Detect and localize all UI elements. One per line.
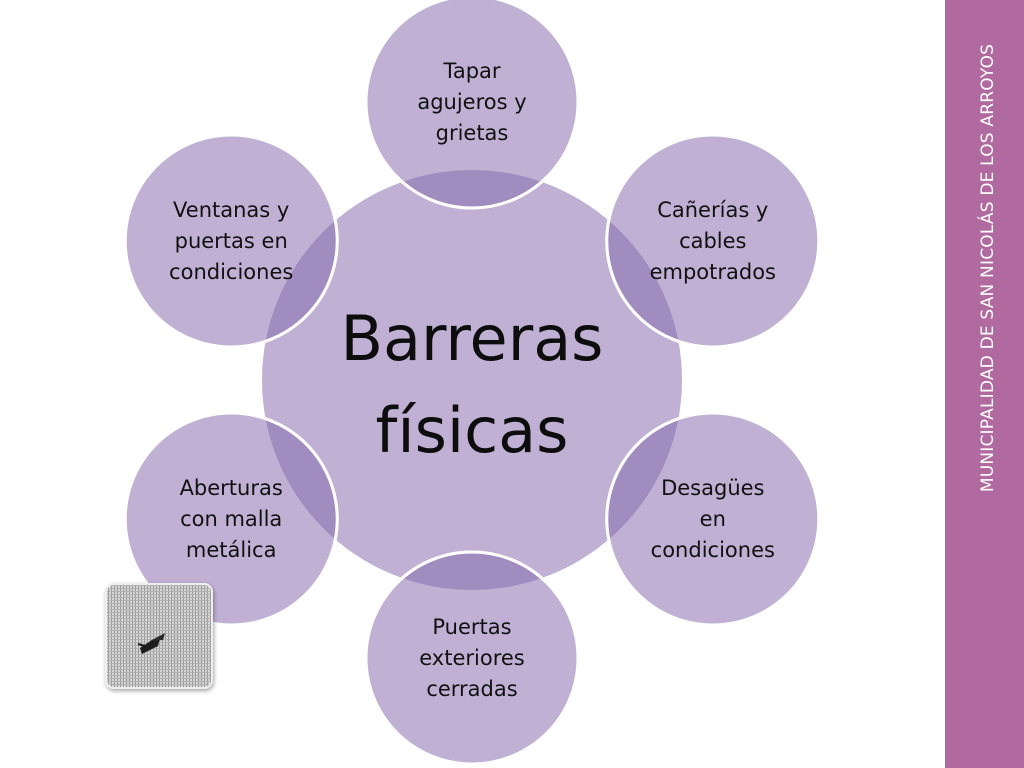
mesh-screen-with-fly-icon [105,583,213,689]
node-label-desagues: Desagües en condiciones [651,476,775,562]
node-overlap-tapar-agujeros [364,170,580,210]
node-label-line: Puertas [432,615,511,639]
node-label-line: condiciones [169,260,293,284]
node-label-line: empotrados [650,260,776,284]
sidebar-title: MUNICIPALIDAD DE SAN NICOLÁS DE LOS ARRO… [978,43,998,493]
node-label-line: Tapar [442,59,500,83]
node-label-line: puertas en [175,229,288,253]
node-label-line: Ventanas y [173,198,289,222]
node-label-canerias-cables: Cañerías y cables empotrados [650,198,776,284]
node-label-line: Cañerías y [657,198,768,222]
node-label-aberturas-malla: Aberturas con malla metálica [180,476,283,562]
node-label-puertas-exteriores: Puertas exteriores cerradas [419,615,524,701]
node-label-line: agujeros y [417,90,526,114]
node-label-line: exteriores [419,646,524,670]
node-label-line: cerradas [426,677,517,701]
center-label: Barreras físicas [341,302,604,467]
node-label-line: cables [679,229,746,253]
node-label-tapar-agujeros: Tapar agujeros y grietas [417,59,526,145]
side-bar [945,0,1024,768]
node-label-line: condiciones [651,538,775,562]
node-overlap-puertas-exteriores [364,550,580,590]
node-label-line: en [700,507,726,531]
center-label-line: Barreras [341,302,604,375]
node-label-line: metálica [186,538,277,562]
node-label-line: grietas [436,121,509,145]
center-label-line: físicas [376,394,569,467]
center-circle [262,170,682,590]
node-label-line: Aberturas [180,476,283,500]
node-label-line: con malla [180,507,282,531]
node-label-ventanas-puertas: Ventanas y puertas en condiciones [169,198,293,284]
node-label-line: Desagües [661,476,764,500]
